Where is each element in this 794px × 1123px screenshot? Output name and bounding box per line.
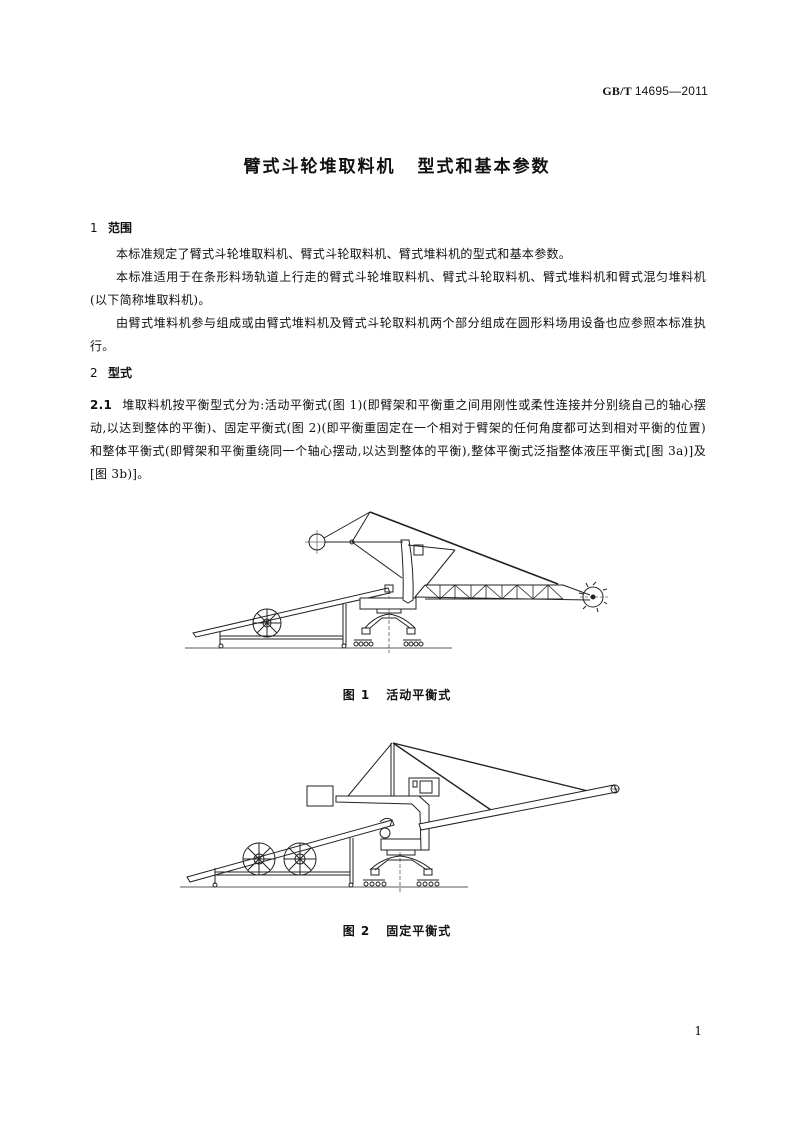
standard-code: GB/T 14695—2011 bbox=[602, 84, 708, 99]
title-part1: 臂式斗轮堆取料机 bbox=[243, 157, 396, 177]
page-number: 1 bbox=[694, 1024, 702, 1038]
clause-number: 2.1 bbox=[90, 398, 113, 412]
section-1-paragraph-3: 由臂式堆料机参与组成或由臂式堆料机及臂式斗轮取料机两个部分组成在圆形料场用设备也… bbox=[90, 316, 706, 353]
title-part2: 型式和基本参数 bbox=[417, 157, 551, 177]
figure-1-title: 活动平衡式 bbox=[386, 688, 452, 702]
clause-text: 堆取料机按平衡型式分为:活动平衡式(图 1)(即臂架和平衡重之间用刚性或柔性连接… bbox=[90, 398, 706, 481]
figure-1-drawing bbox=[0, 500, 794, 660]
figure-1-label: 图 1 bbox=[342, 688, 371, 702]
section-1-paragraph-1: 本标准规定了臂式斗轮堆取料机、臂式斗轮取料机、臂式堆料机的型式和基本参数。 bbox=[116, 247, 572, 261]
standard-prefix: GB/T bbox=[602, 84, 632, 98]
figure-1-caption: 图 1 活动平衡式 bbox=[0, 686, 794, 703]
document-title: 臂式斗轮堆取料机 型式和基本参数 bbox=[0, 152, 794, 177]
figure-2-caption: 图 2 固定平衡式 bbox=[0, 922, 794, 939]
standard-number: 14695—2011 bbox=[634, 84, 708, 98]
figure-2-drawing bbox=[0, 735, 794, 895]
figure-2-title: 固定平衡式 bbox=[386, 924, 452, 938]
figure-2-label: 图 2 bbox=[342, 924, 371, 938]
section-1-paragraph-2: 本标准适用于在条形料场轨道上行走的臂式斗轮堆取料机、臂式斗轮取料机、臂式堆料机和… bbox=[90, 270, 706, 307]
